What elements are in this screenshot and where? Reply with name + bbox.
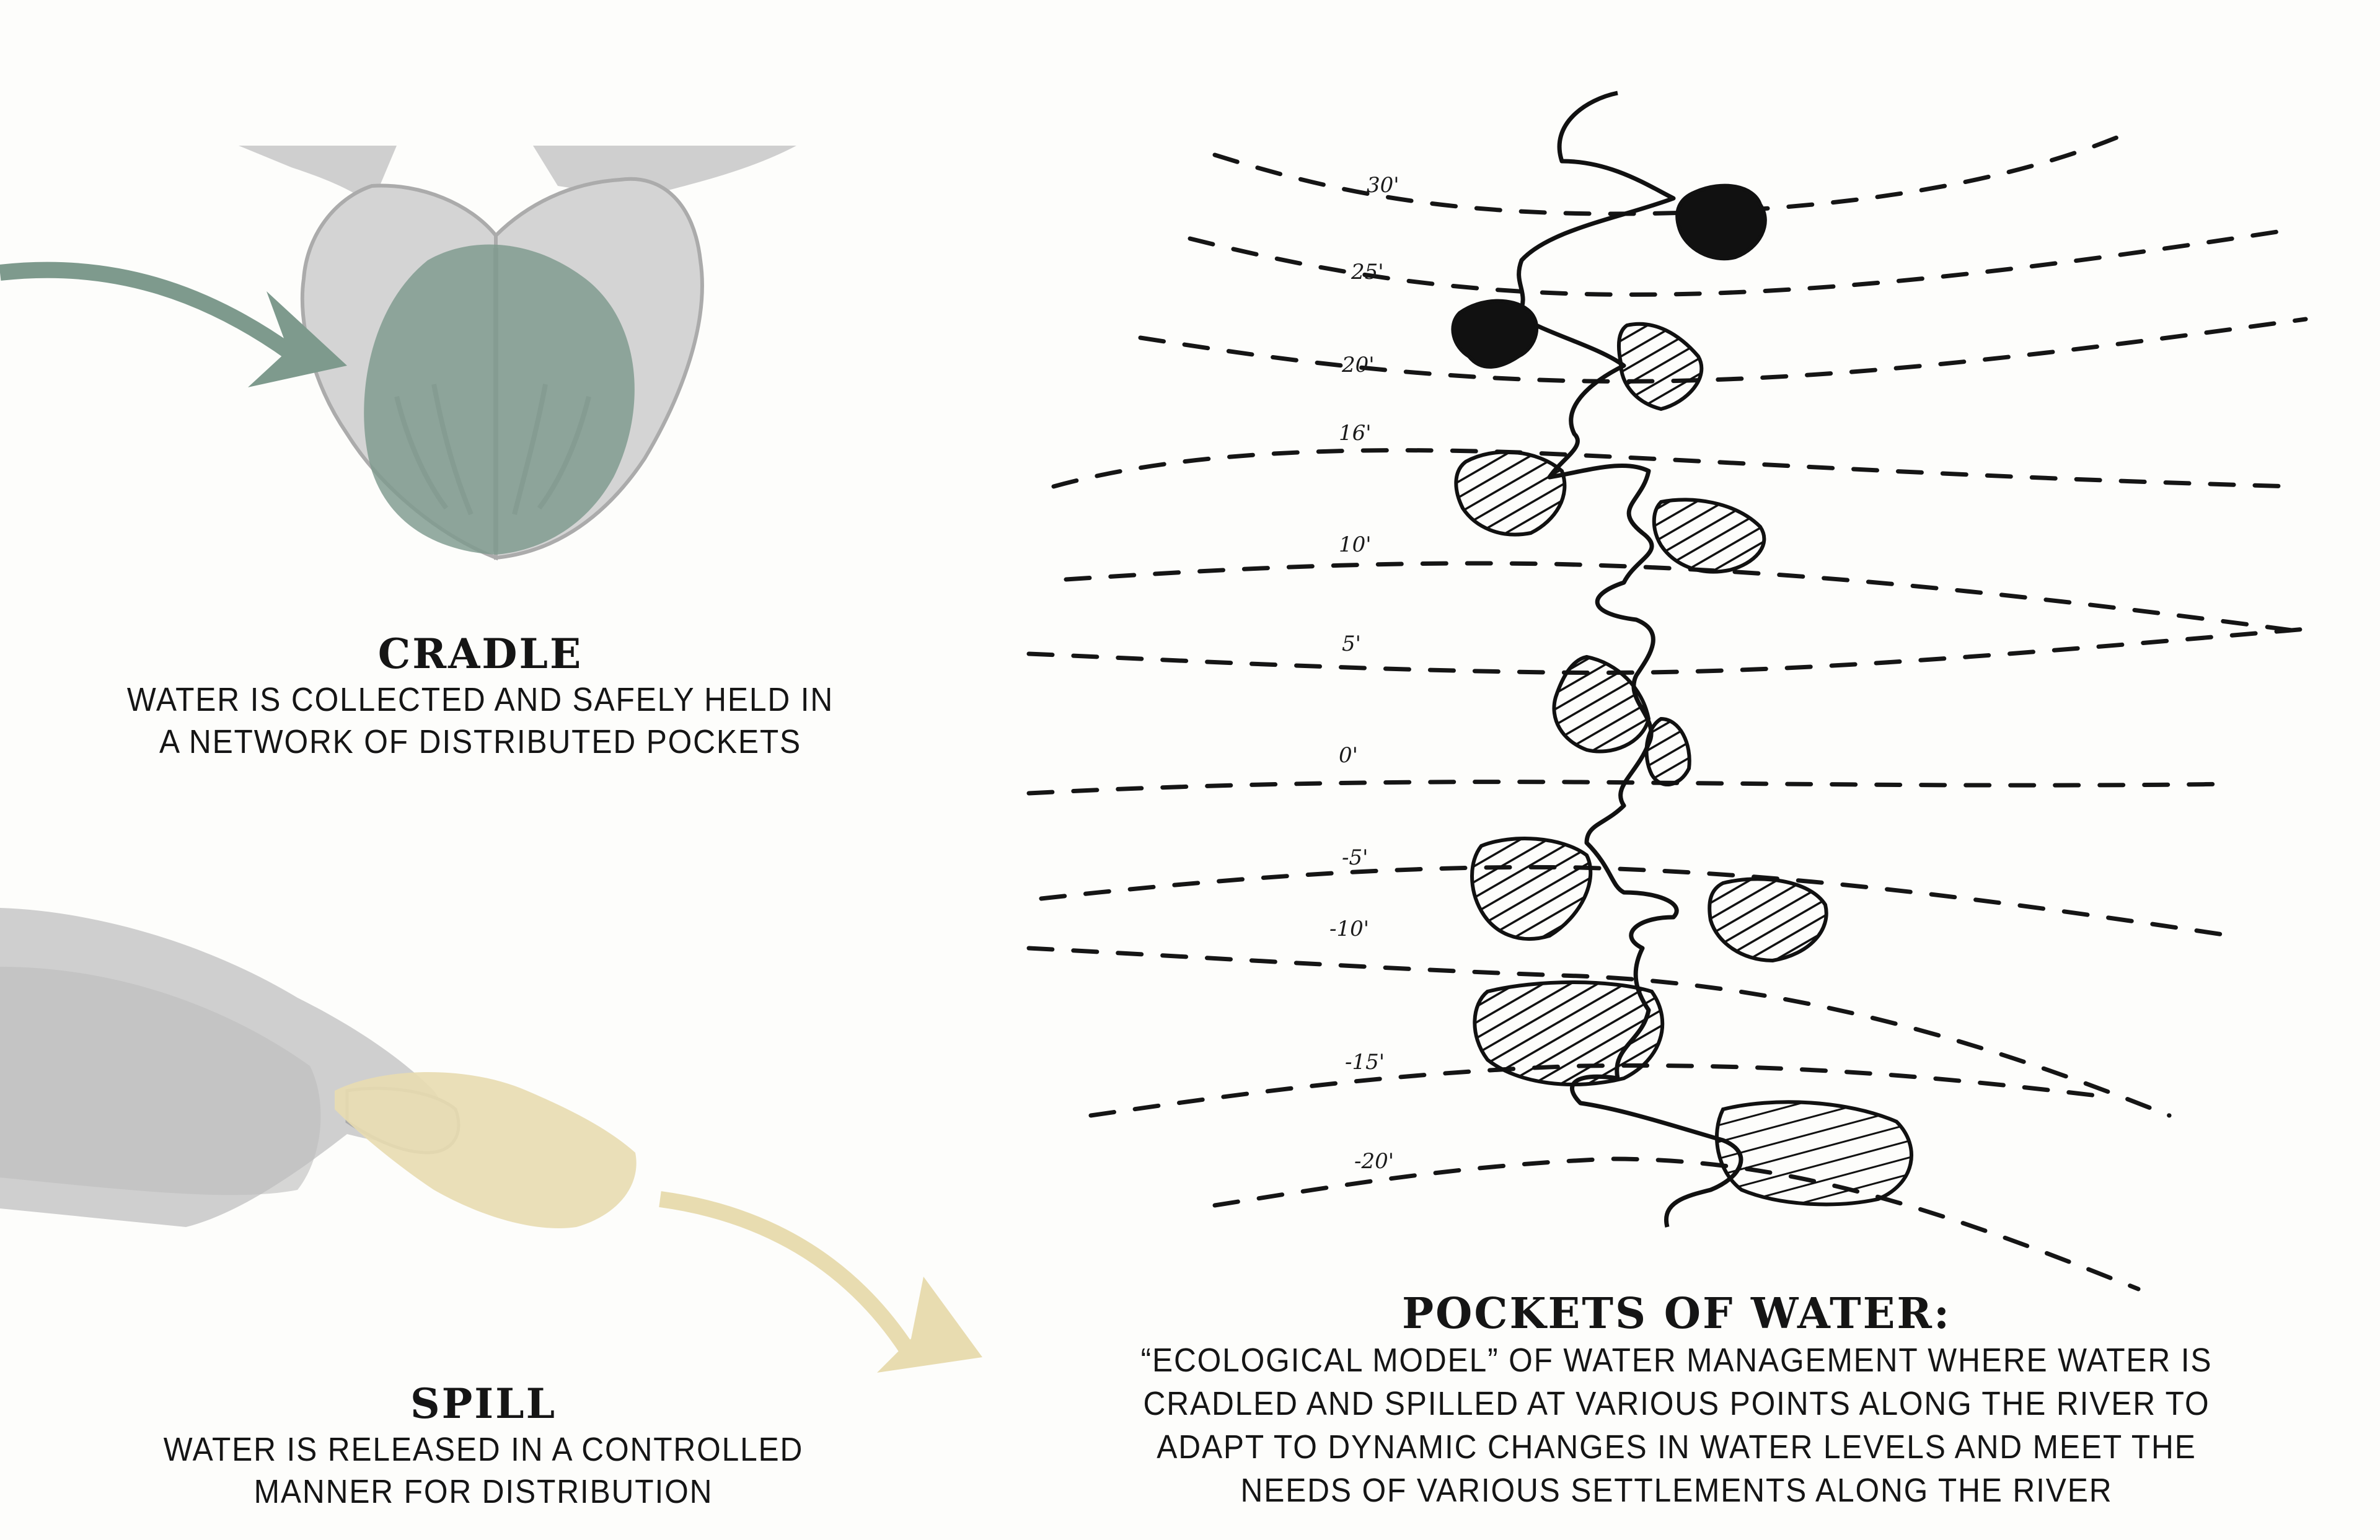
elevation-label-25: 25' bbox=[1351, 260, 1384, 284]
contour-minus20 bbox=[1212, 1156, 2141, 1291]
pocket-10-hatched bbox=[1652, 498, 1766, 574]
spill-water bbox=[335, 1072, 637, 1228]
contour-25 bbox=[1188, 227, 2296, 297]
pockets-description-line-2: CRADLED AND SPILLED AT VARIOUS POINTS AL… bbox=[1143, 1385, 2210, 1422]
pocket-minus10-hatched bbox=[1708, 877, 1828, 963]
cradle-arrow-head bbox=[248, 291, 347, 387]
spill-illustration bbox=[0, 908, 982, 1373]
pocket-minus5-hatched bbox=[1470, 837, 1593, 941]
pocket-5-hatched bbox=[1552, 654, 1651, 754]
cradle-illustration bbox=[0, 146, 796, 561]
elevation-label-0: 0' bbox=[1339, 743, 1358, 768]
elevation-label-5: 5' bbox=[1342, 631, 1361, 656]
spill-description-line-2: MANNER FOR DISTRIBUTION bbox=[253, 1473, 713, 1510]
elevation-label-minus20: -20' bbox=[1354, 1149, 1394, 1174]
pocket-25-solid bbox=[1451, 299, 1539, 369]
spill-caption: SPILL WATER IS RELEASED IN A CONTROLLED … bbox=[81, 1379, 886, 1513]
pockets-caption: POCKETS OF WATER: “ECOLOGICAL MODEL” OF … bbox=[1047, 1289, 2306, 1512]
spill-arrow-head bbox=[877, 1277, 982, 1373]
elevation-label-minus15: -15' bbox=[1345, 1050, 1385, 1075]
elevation-label-16: 16' bbox=[1339, 421, 1372, 446]
elevation-label-20: 20' bbox=[1341, 353, 1375, 377]
spill-hand-shade bbox=[0, 967, 321, 1195]
contour-0 bbox=[1026, 780, 2234, 796]
elevation-label-30: 30' bbox=[1367, 173, 1399, 198]
pocket-16-hatched bbox=[1454, 450, 1567, 537]
contour-20 bbox=[1138, 317, 2308, 384]
cradle-arm-left bbox=[239, 146, 397, 205]
pocket-minus15-hatched bbox=[1473, 980, 1665, 1086]
contour-10 bbox=[1064, 561, 2308, 635]
pocket-0-hatched bbox=[1644, 716, 1691, 786]
pockets-description-line-4: NEEDS OF VARIOUS SETTLEMENTS ALONG THE R… bbox=[1240, 1472, 2113, 1509]
contour-lines bbox=[1026, 134, 2308, 1291]
pockets-description-line-1: “ECOLOGICAL MODEL” OF WATER MANAGEMENT W… bbox=[1140, 1342, 2213, 1379]
pockets-sketch: 30' 25' 20' 16' 10' 5' 0' -5' -10' -15' … bbox=[1026, 90, 2308, 1291]
elevation-label-10: 10' bbox=[1339, 532, 1372, 557]
spill-outflow-arrow bbox=[659, 1191, 915, 1356]
cradle-caption: CRADLE WATER IS COLLECTED AND SAFELY HEL… bbox=[50, 629, 911, 763]
pocket-30-solid bbox=[1675, 183, 1767, 261]
pocket-20-hatched bbox=[1617, 322, 1704, 411]
cradle-description-line-1: WATER IS COLLECTED AND SAFELY HELD IN bbox=[126, 681, 834, 718]
elevation-label-minus10: -10' bbox=[1329, 917, 1369, 941]
spill-description-line-1: WATER IS RELEASED IN A CONTROLLED bbox=[163, 1431, 804, 1468]
contour-5 bbox=[1026, 627, 2308, 675]
cradle-water bbox=[364, 244, 635, 555]
pockets-description-line-3: ADAPT TO DYNAMIC CHANGES IN WATER LEVELS… bbox=[1157, 1428, 2197, 1466]
cradle-description-line-2: A NETWORK OF DISTRIBUTED POCKETS bbox=[159, 723, 802, 760]
contour-16 bbox=[1051, 448, 2296, 489]
pocket-minus20-hatched bbox=[1715, 1100, 1913, 1207]
cradle-title: CRADLE bbox=[377, 630, 583, 678]
spill-title: SPILL bbox=[410, 1379, 557, 1428]
pockets-title: POCKETS OF WATER: bbox=[1401, 1289, 1952, 1339]
cradle-inflow-arrow bbox=[0, 262, 296, 360]
contour-minus10 bbox=[1026, 946, 2172, 1118]
elevation-label-minus5: -5' bbox=[1342, 845, 1368, 870]
